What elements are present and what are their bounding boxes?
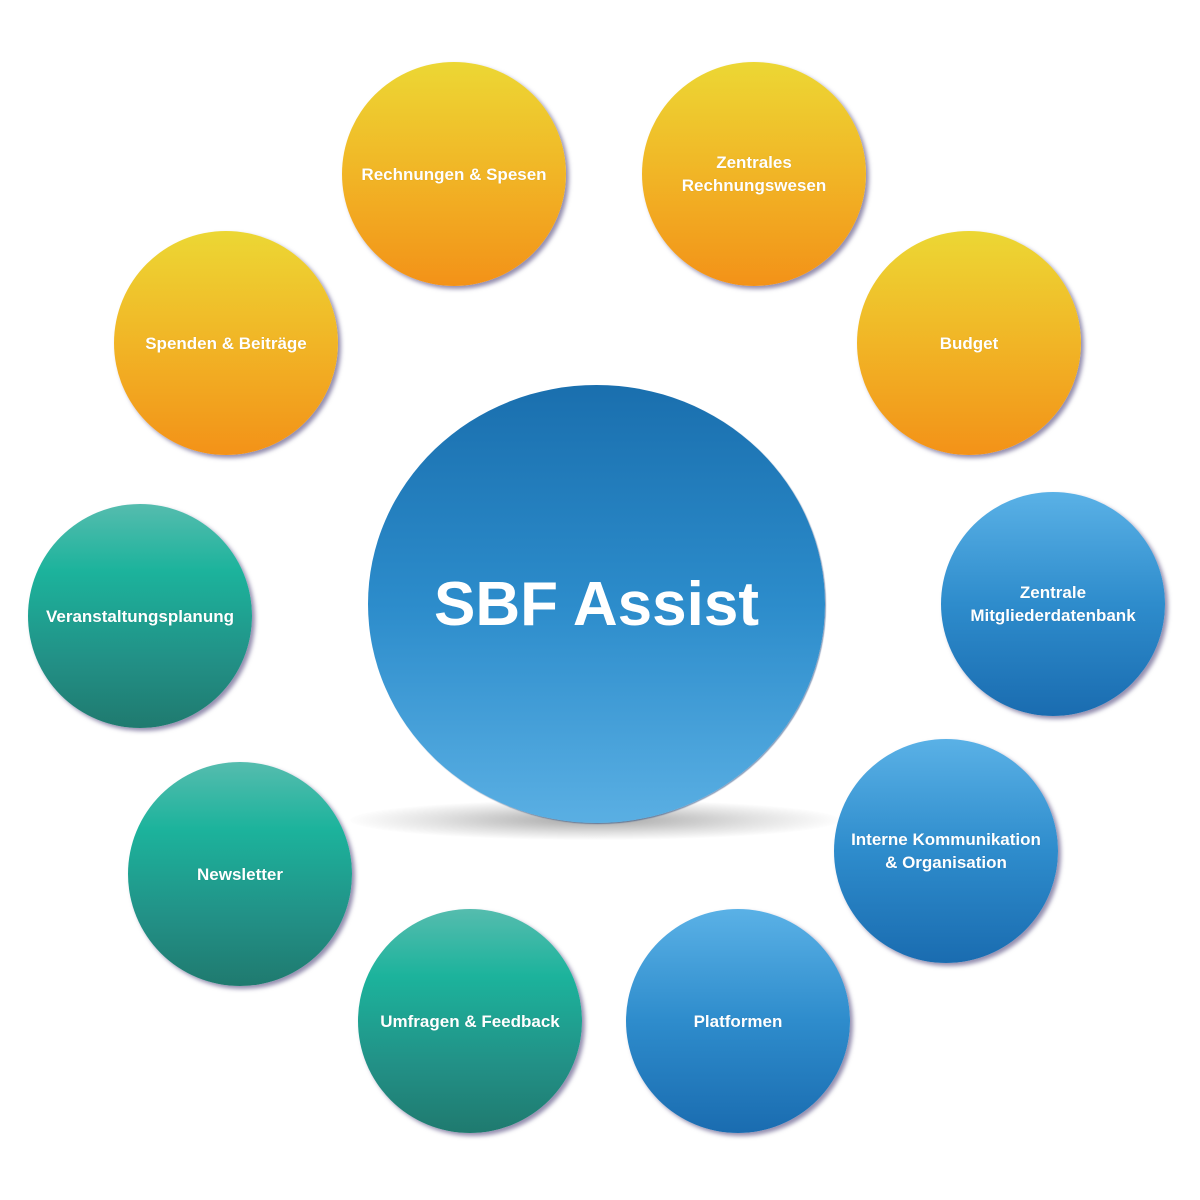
node-spenden-beitraege: Spenden & Beiträge [114, 231, 338, 455]
node-rechnungen-spesen: Rechnungen & Spesen [342, 62, 566, 286]
node-veranstaltungsplanung: Veranstaltungsplanung [28, 504, 252, 728]
node-budget: Budget [857, 231, 1081, 455]
node-label: Platformen [693, 1011, 783, 1031]
node-newsletter: Newsletter [128, 762, 352, 986]
node-label: Interne Kommunikation & Organisation [851, 830, 1041, 872]
node-label: Spenden & Beiträge [145, 333, 307, 353]
node-mitgliederdatenbank: Zentrale Mitgliederdatenbank [941, 492, 1165, 716]
node-label: Zentrales Rechnungswesen [681, 153, 827, 195]
node-label: Zentrale Mitgliederdatenbank [970, 583, 1136, 625]
node-label: Newsletter [197, 864, 283, 884]
node-interne-kommunikation: Interne Kommunikation & Organisation [834, 739, 1058, 963]
center-node: SBF Assist [368, 385, 825, 823]
node-zentrales-rechnungswesen: Zentrales Rechnungswesen [642, 62, 866, 286]
center-label: SBF Assist [433, 569, 759, 639]
node-platformen: Platformen [626, 909, 850, 1133]
node-label: Veranstaltungsplanung [46, 606, 234, 626]
node-label: Budget [939, 333, 999, 353]
node-label: Umfragen & Feedback [380, 1011, 560, 1031]
node-umfragen-feedback: Umfragen & Feedback [358, 909, 582, 1133]
node-label: Rechnungen & Spesen [361, 164, 547, 184]
